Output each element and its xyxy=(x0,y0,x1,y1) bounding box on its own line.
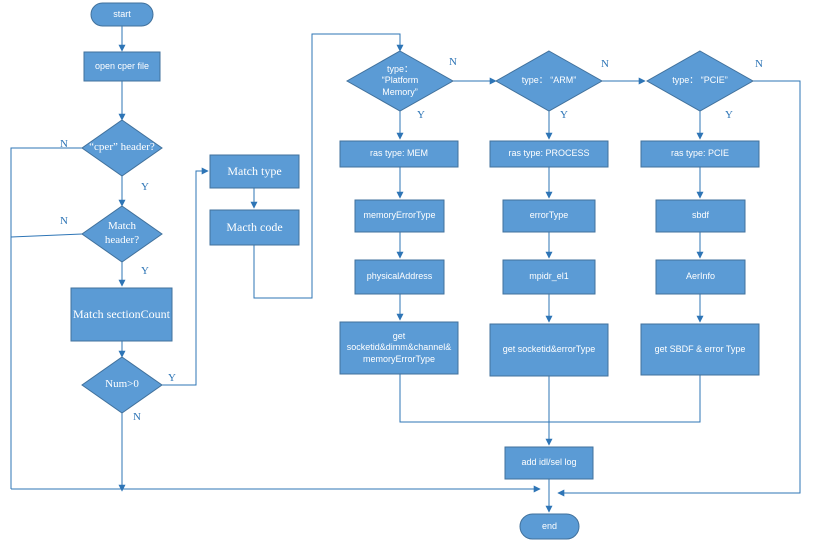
get-socketid-mem-box xyxy=(339,321,459,375)
ras-type-pcie-label: ras type: PCIE xyxy=(670,148,730,159)
add-idl-sel-log-label: add idl/sel log xyxy=(521,457,577,468)
edge-pcie-no xyxy=(557,80,801,497)
end-terminator xyxy=(519,513,580,540)
aer-info-box xyxy=(655,259,746,295)
edge-label-num-yes: Y xyxy=(168,372,176,384)
add-idl-sel-log-box xyxy=(504,446,594,480)
match-code-label: Macth code xyxy=(226,220,283,234)
error-type-label: errorType xyxy=(529,210,569,221)
match-code-box xyxy=(209,209,300,246)
match-header-label: Match header? xyxy=(104,220,140,246)
edge-label-cper-yes: Y xyxy=(141,181,149,193)
arm-decision xyxy=(494,50,604,112)
edge-label-arm-yes: Y xyxy=(560,109,568,121)
cper-header-label: “cper” header? xyxy=(89,141,155,154)
platform-memory-decision xyxy=(345,50,455,112)
get-socketid-error-label: get socketid&errorType xyxy=(502,344,596,355)
edge-match-no xyxy=(10,233,83,238)
platform-memory-label: type： “Platform Memory” xyxy=(381,64,419,97)
edge-label-cper-no: N xyxy=(60,138,68,150)
mpidr-el1-label: mpidr_el1 xyxy=(529,271,569,282)
edge-label-pcie-yes: Y xyxy=(725,109,733,121)
edge-num-yes xyxy=(162,167,209,386)
aer-info-label: AerInfo xyxy=(685,271,716,282)
match-type-box xyxy=(209,154,300,189)
start-terminator xyxy=(90,2,154,27)
match-section-count-box xyxy=(70,287,173,342)
connectors xyxy=(10,26,801,513)
pcie-decision xyxy=(645,50,755,112)
open-cper-file-label: open cper file xyxy=(94,60,150,71)
ras-type-mem-box xyxy=(339,140,459,168)
match-type-label: Match type xyxy=(227,164,282,178)
num-decision xyxy=(81,356,163,414)
edge-code-to-platform xyxy=(253,33,404,299)
edge-label-pm-no: N xyxy=(449,56,457,68)
physical-address-box xyxy=(354,259,445,295)
get-socketid-mem-label: get socketid&dimm&channel& memoryErrorTy… xyxy=(346,331,452,364)
end-label: end xyxy=(541,520,558,531)
pcie-label: type： “PCIE” xyxy=(672,75,728,86)
sbdf-box xyxy=(655,199,746,233)
ras-type-mem-label: ras type: MEM xyxy=(369,148,428,159)
shapes xyxy=(70,2,760,540)
edge-label-match-yes: Y xyxy=(141,265,149,277)
arm-label: type： “ARM” xyxy=(521,75,577,86)
sbdf-label: sbdf xyxy=(691,210,709,221)
edge-label-pm-yes: Y xyxy=(417,109,425,121)
error-type-box xyxy=(502,199,596,233)
get-sbdf-error-label: get SBDF & error Type xyxy=(654,343,746,354)
ras-type-pcie-box xyxy=(640,140,760,168)
memory-error-type-label: memoryErrorType xyxy=(363,210,436,221)
ras-type-process-label: ras type: PROCESS xyxy=(508,148,590,159)
mpidr-el1-box xyxy=(502,259,596,295)
num-label: Num>0 xyxy=(105,378,139,391)
edge-label-arm-no: N xyxy=(601,58,609,70)
physical-address-label: physicalAddress xyxy=(366,271,433,282)
edge-label-match-no: N xyxy=(60,215,68,227)
cper-header-decision xyxy=(81,119,163,177)
ras-type-process-box xyxy=(489,140,609,168)
match-section-count-label: Match sectionCount xyxy=(73,307,170,321)
edge-label-num-no: N xyxy=(133,411,141,423)
match-header-decision xyxy=(81,205,163,263)
open-cper-file-box xyxy=(83,51,161,82)
edge-merge-bottom xyxy=(399,374,701,423)
edge-cper-no xyxy=(10,147,82,489)
start-label: start xyxy=(113,8,131,19)
edge-label-pcie-no: N xyxy=(755,58,763,70)
memory-error-type-box xyxy=(354,199,445,233)
get-socketid-error-box xyxy=(489,323,609,377)
get-sbdf-error-box xyxy=(640,323,760,376)
